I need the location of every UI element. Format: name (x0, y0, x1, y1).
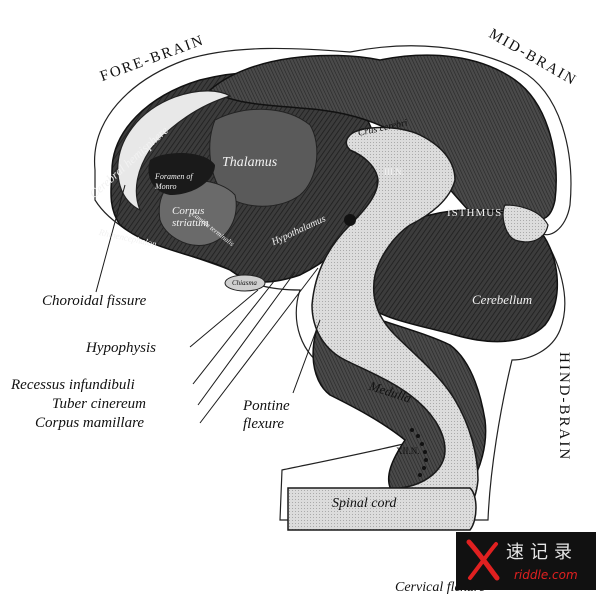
choroidal-fissure-label: Choroidal fissure (42, 293, 147, 309)
spinal-cord (287, 487, 477, 531)
watermark-site: riddle.com (514, 568, 578, 582)
hypophysis-label: Hypophysis (86, 340, 156, 356)
spinal-cord-label: Spinal cord (332, 496, 397, 511)
watermark-x-logo (466, 539, 500, 581)
corpus-striatum-region (158, 179, 237, 246)
xii-nerve-dots (410, 428, 428, 477)
tuber-cinereum-label: Tuber cinereum (52, 396, 147, 412)
recessus-infundibuli-label: Recessus infundibuli (11, 377, 135, 393)
chiasma-label: Chiasma (232, 279, 257, 287)
thalamus-region (209, 108, 318, 207)
pontine-flexure-label: Pontine flexure (243, 398, 290, 432)
watermark-badge: 速记录 riddle.com (456, 532, 596, 590)
hemisphere-rim (117, 90, 232, 212)
leader-lines (95, 184, 321, 424)
foramen-spot (148, 153, 215, 195)
corpus-mamillare-label: Corpus mamillare (35, 415, 145, 431)
hypothalamus-eye (344, 214, 356, 226)
foramen-of-monro-label: Foramen of Monro (155, 172, 193, 191)
corpus-striatum-label: Corpus striatum (172, 205, 209, 229)
thalamus-label: Thalamus (222, 155, 278, 170)
isthmus-label: ISTHMUS (447, 207, 503, 219)
hind-brain-label: HIND-BRAIN (556, 352, 572, 462)
iii-n-label: III.N. (384, 167, 404, 177)
watermark-glyphs: 速记录 (506, 542, 578, 563)
outer-outline (94, 45, 572, 521)
cerebellum-label: Cerebellum (472, 292, 533, 307)
chiasma-patch (224, 274, 266, 292)
isthmus-band (502, 204, 549, 243)
xii-n-label: XII.N. (396, 446, 420, 456)
